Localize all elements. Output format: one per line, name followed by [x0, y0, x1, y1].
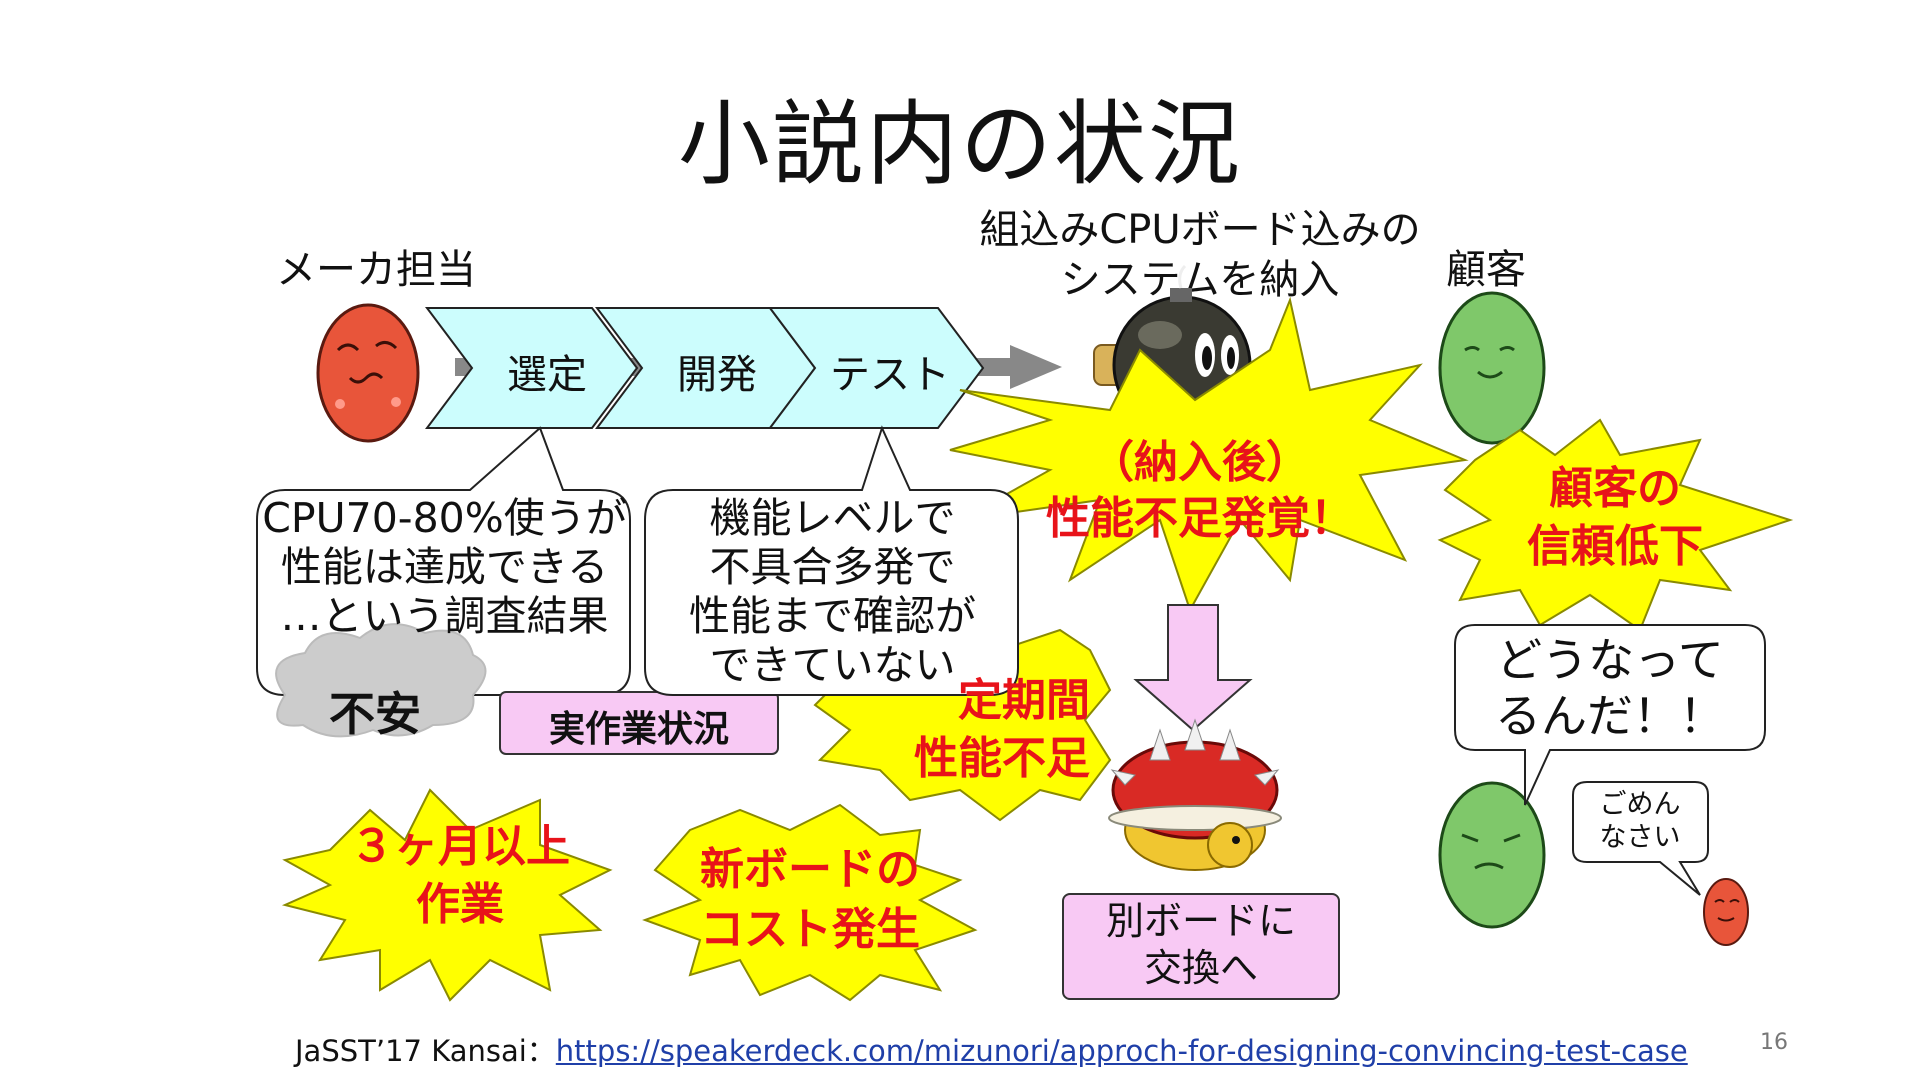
customer-character-angry	[1438, 781, 1546, 929]
customer-character	[1438, 291, 1546, 445]
maker-character	[316, 303, 420, 443]
periodic-line-1: 定期間	[958, 675, 1090, 726]
page-number: 16	[1760, 1030, 1788, 1055]
replace-board-line-2: 交換へ	[1143, 946, 1258, 990]
replace-board-line-1: 別ボードに	[1105, 899, 1296, 943]
maker-label: メーカ担当	[276, 247, 476, 293]
periodic-line-2: 性能不足	[914, 733, 1090, 784]
survey-line-1: CPU70-80%使うが	[262, 494, 627, 542]
function-line-3: 性能まで確認が	[689, 592, 976, 640]
function-line-1: 機能レベルで	[709, 494, 956, 542]
actual-work-box	[499, 691, 779, 755]
bubble-survey-text: CPU70-80%使うが 性能は達成できる …という調査結果	[262, 494, 627, 641]
system-delivery-line1: 組込みCPUボード込みの	[979, 207, 1421, 253]
replace-board-box: 別ボードに 交換へ	[1062, 893, 1340, 1000]
chevron-select	[425, 307, 639, 429]
footer-prefix: JaSST’17 Kansai：	[295, 1034, 556, 1068]
burst-periodic-text: 定期間 性能不足	[870, 672, 1090, 788]
chevron-develop-label: 開発	[677, 352, 757, 398]
bubble-apology	[1572, 781, 1709, 896]
system-delivery-label: 組込みCPUボード込みの システムを納入	[940, 205, 1460, 305]
after-delivery-line-2: 性能不足発覚！	[1046, 493, 1354, 544]
burst-after-delivery-text: （納入後） 性能不足発覚！	[1000, 435, 1400, 547]
after-delivery-line-1: （納入後）	[1090, 437, 1310, 488]
customer-label: 顧客	[1446, 247, 1526, 293]
months-line-1: ３ヶ月以上	[350, 821, 570, 872]
bubble-function-text: 機能レベルで 不具合多発で 性能まで確認が できていない	[650, 494, 1015, 690]
system-delivery-line2: システムを納入	[1060, 257, 1340, 303]
burst-after-delivery	[949, 296, 1469, 613]
cost-line-2: コスト発生	[700, 904, 920, 955]
function-line-2: 不具合多発で	[709, 543, 956, 591]
customer-speech-line-2: るんだ！！	[1495, 689, 1725, 743]
actual-work-label: 実作業状況	[548, 709, 729, 750]
down-arrow-icon	[1133, 604, 1253, 732]
apology-line-1: ごめん	[1599, 789, 1681, 820]
customer-speech-line-1: どうなって	[1496, 633, 1724, 687]
chevron-select-label: 選定	[507, 352, 587, 398]
anxiety-label: 不安	[329, 687, 421, 741]
maker-character-small	[1703, 878, 1749, 946]
bubble-apology-text: ごめん なさい	[1575, 788, 1705, 854]
survey-line-3: …という調査結果	[280, 592, 609, 640]
bubble-customer	[1454, 624, 1766, 806]
cost-line-1: 新ボードの	[700, 844, 920, 895]
burst-cost	[642, 803, 978, 1002]
survey-line-2: 性能は達成できる	[280, 543, 609, 591]
anxiety-cloud	[275, 623, 487, 738]
chevron-shapes	[425, 307, 985, 429]
function-line-4: できていない	[709, 641, 956, 689]
burst-months	[281, 788, 613, 1002]
spiny-turtle-icon	[1108, 718, 1282, 871]
slide-title: 小説内の状況	[677, 91, 1242, 198]
footer: JaSST’17 Kansai：https://speakerdeck.com/…	[295, 1028, 1688, 1070]
burst-cost-text: 新ボードの コスト発生	[680, 840, 940, 960]
bubble-customer-text: どうなって るんだ！！	[1460, 632, 1760, 744]
burst-trust	[1437, 418, 1794, 632]
trust-line-2: 信頼低下	[1527, 521, 1703, 572]
chevron-test	[768, 307, 985, 429]
burst-trust-text: 顧客の 信頼低下	[1490, 460, 1740, 576]
burst-months-text: ３ヶ月以上 作業	[325, 818, 595, 934]
chevron-test-label: テスト	[830, 352, 950, 398]
bubble-function	[644, 425, 1019, 696]
months-line-2: 作業	[416, 879, 504, 930]
trust-line-1: 顧客の	[1549, 463, 1681, 514]
footer-link[interactable]: https://speakerdeck.com/mizunori/approch…	[555, 1034, 1688, 1068]
apology-line-2: なさい	[1599, 822, 1681, 853]
